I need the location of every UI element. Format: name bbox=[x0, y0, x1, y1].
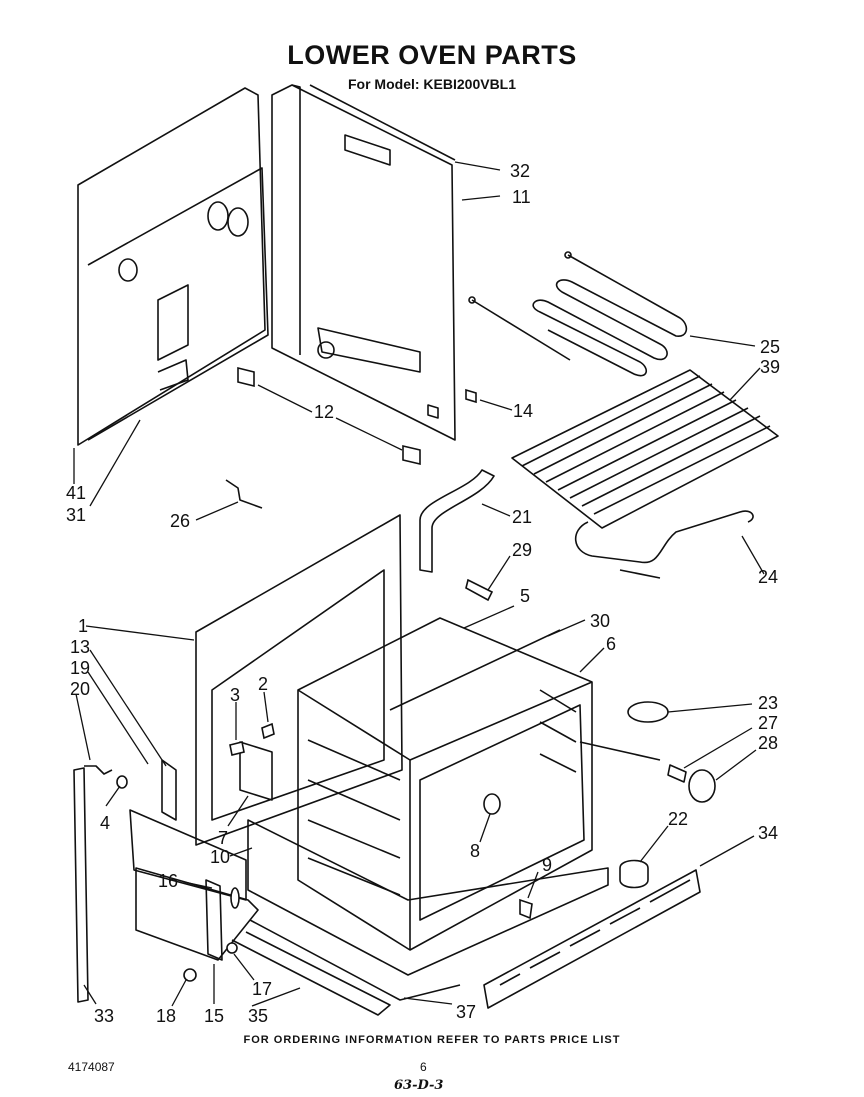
washer-18 bbox=[183, 968, 197, 982]
hinge-plate-16 bbox=[135, 867, 259, 961]
model-subtitle: For Model: KEBI200VBL1 bbox=[347, 76, 517, 92]
callout-21: 21 bbox=[512, 507, 532, 527]
callout-31: 31 bbox=[66, 505, 86, 525]
bulb-28 bbox=[688, 769, 716, 803]
callout-23: 23 bbox=[758, 693, 778, 713]
document-number: 4174087 bbox=[68, 1060, 115, 1074]
bottom-trim-37 bbox=[249, 919, 461, 1001]
bracket-7 bbox=[239, 741, 273, 801]
callout-17: 17 bbox=[252, 979, 272, 999]
callout-9: 9 bbox=[542, 855, 552, 875]
callout-3: 3 bbox=[230, 685, 240, 705]
handwritten-code: 63-D-3 bbox=[394, 1078, 444, 1093]
lens-23 bbox=[627, 701, 669, 723]
callout-14: 14 bbox=[513, 401, 533, 421]
spring-16b bbox=[230, 887, 240, 909]
hinge-15 bbox=[205, 879, 223, 961]
callout-7: 7 bbox=[218, 828, 228, 848]
plug-22 bbox=[619, 859, 649, 889]
callout-19: 19 bbox=[70, 658, 90, 678]
oven-cavity bbox=[297, 617, 593, 951]
bracket-26 bbox=[225, 479, 263, 509]
oven-bottom bbox=[247, 819, 609, 976]
clip-14 bbox=[465, 388, 477, 404]
callout-26: 26 bbox=[170, 511, 190, 531]
rear-panel bbox=[271, 84, 456, 441]
callout-1: 1 bbox=[78, 616, 88, 636]
bracket-12-right bbox=[402, 444, 421, 466]
rear-insulation-panel bbox=[77, 87, 269, 446]
callout-15: 15 bbox=[204, 1006, 224, 1026]
callout-2: 2 bbox=[258, 674, 268, 694]
callout-30: 30 bbox=[590, 611, 610, 631]
vent-tube bbox=[419, 469, 495, 573]
callout-5: 5 bbox=[520, 586, 530, 606]
callout-41: 41 bbox=[66, 483, 86, 503]
callout-8: 8 bbox=[470, 841, 480, 861]
screw-17 bbox=[226, 942, 238, 954]
callout-29: 29 bbox=[512, 540, 532, 560]
ordering-note: FOR ORDERING INFORMATION REFER TO PARTS … bbox=[243, 1034, 621, 1046]
callout-39: 39 bbox=[760, 357, 780, 377]
oven-rack bbox=[511, 369, 779, 529]
bake-element bbox=[574, 510, 754, 579]
callout-34: 34 bbox=[758, 823, 778, 843]
callout-12: 12 bbox=[314, 402, 334, 422]
page-title: LOWER OVEN PARTS bbox=[287, 40, 577, 70]
socket-27 bbox=[667, 764, 687, 783]
front-frame bbox=[195, 514, 403, 846]
callout-33: 33 bbox=[94, 1006, 114, 1026]
callout-20: 20 bbox=[70, 679, 90, 699]
washer-4 bbox=[116, 775, 128, 789]
page-number: 6 bbox=[420, 1060, 427, 1074]
callout-labels: 32 11 25 39 41 31 12 14 26 21 29 24 1 5 … bbox=[66, 161, 780, 1026]
latch-13 bbox=[161, 759, 177, 821]
bracket-12-left bbox=[237, 366, 255, 388]
fuse-2 bbox=[261, 722, 275, 740]
callout-22: 22 bbox=[668, 809, 688, 829]
leader-lines bbox=[73, 161, 765, 1007]
spring-20 bbox=[84, 765, 113, 775]
callout-25: 25 bbox=[760, 337, 780, 357]
vent-grille-34 bbox=[483, 869, 701, 1009]
callout-27: 27 bbox=[758, 713, 778, 733]
callout-13: 13 bbox=[70, 637, 90, 657]
callout-24: 24 bbox=[758, 567, 778, 587]
plug-8 bbox=[483, 793, 501, 815]
callout-10: 10 bbox=[210, 847, 230, 867]
callout-18: 18 bbox=[156, 1006, 176, 1026]
callout-16: 16 bbox=[158, 871, 178, 891]
callout-11: 11 bbox=[512, 187, 531, 207]
callout-37: 37 bbox=[456, 1002, 476, 1022]
broil-element bbox=[468, 251, 688, 377]
kick-panel-35 bbox=[231, 931, 391, 1016]
callout-28: 28 bbox=[758, 733, 778, 753]
callout-4: 4 bbox=[100, 813, 110, 833]
door-seal-33 bbox=[73, 767, 89, 1003]
sensor-29 bbox=[465, 578, 494, 602]
switch-3 bbox=[229, 741, 245, 756]
callout-35: 35 bbox=[248, 1006, 268, 1026]
callout-32: 32 bbox=[510, 161, 530, 181]
clip-9 bbox=[519, 898, 533, 920]
callout-6: 6 bbox=[606, 634, 616, 654]
